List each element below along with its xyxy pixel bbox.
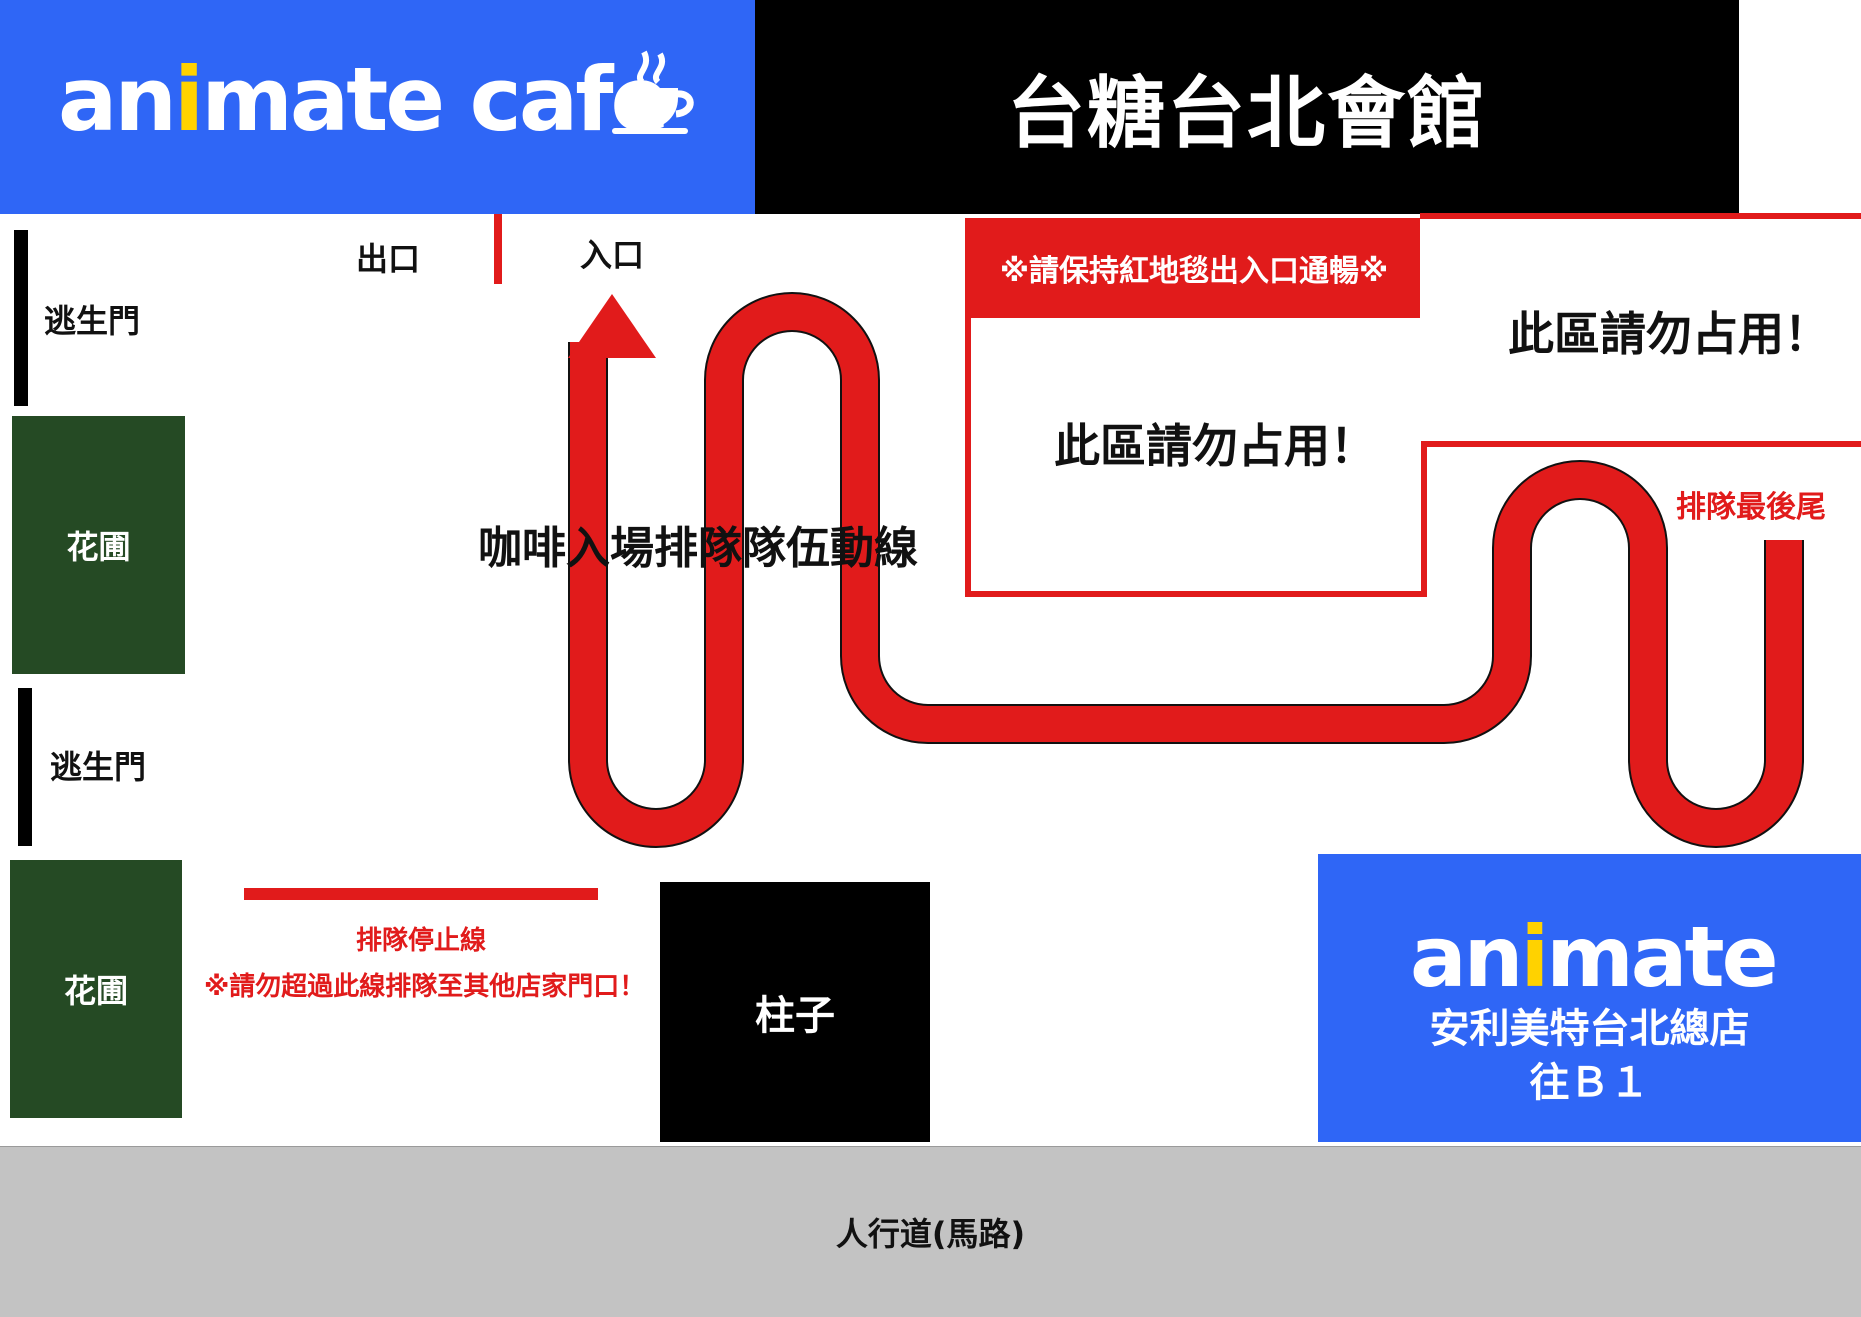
logo-text-part: an bbox=[1410, 908, 1523, 1006]
sidewalk: 人行道(馬路) bbox=[0, 1146, 1861, 1317]
store-name: 安利美特台北總店 bbox=[1429, 1006, 1750, 1052]
queue-arrow-head bbox=[568, 294, 656, 358]
entrance-label: 入口 bbox=[580, 236, 645, 274]
store-direction: 往Ｂ１ bbox=[1529, 1060, 1650, 1106]
animate-cafe-logo: animate cafe bbox=[58, 48, 670, 151]
building-name-banner: 台糖台北會館 bbox=[755, 0, 1739, 214]
logo-text-part: mate bbox=[1546, 908, 1778, 1006]
logo-text-i: i bbox=[1520, 908, 1549, 1006]
exit-label: 出口 bbox=[356, 240, 421, 278]
reserved-area-outline bbox=[965, 218, 1861, 597]
escape-door-marker bbox=[18, 688, 32, 846]
pillar: 柱子 bbox=[660, 882, 930, 1142]
garden-bed: 花圃 bbox=[12, 416, 185, 674]
no-occupy-label: 此區請勿占用！ bbox=[1508, 307, 1830, 361]
logo-text-part: mate cafe bbox=[201, 48, 670, 151]
keep-clear-notice-banner: ※請保持紅地毯出入口通暢※ bbox=[968, 218, 1420, 318]
escape-door-marker bbox=[14, 230, 28, 406]
queue-end-label: 排隊最後尾 bbox=[1676, 490, 1826, 525]
animate-store-block bbox=[1318, 854, 1861, 1142]
stop-line-title: 排隊停止線 bbox=[356, 926, 487, 956]
logo-text-i: i bbox=[174, 48, 204, 151]
logo-text-part: an bbox=[58, 48, 177, 151]
coffee-cup-icon bbox=[612, 50, 694, 134]
garden-bed: 花圃 bbox=[10, 860, 182, 1118]
queue-route-path-fill bbox=[570, 294, 1802, 846]
queue-route-label: 咖啡入場排隊隊伍動線 bbox=[478, 523, 918, 574]
stop-line-note: ※請勿超過此線排隊至其他店家門口！ bbox=[204, 972, 646, 1002]
no-occupy-label: 此區請勿占用！ bbox=[1054, 419, 1376, 473]
escape-door-label: 逃生門 bbox=[50, 748, 147, 786]
animate-store-logo: animate bbox=[1410, 908, 1779, 1006]
escape-door-label: 逃生門 bbox=[44, 302, 141, 340]
